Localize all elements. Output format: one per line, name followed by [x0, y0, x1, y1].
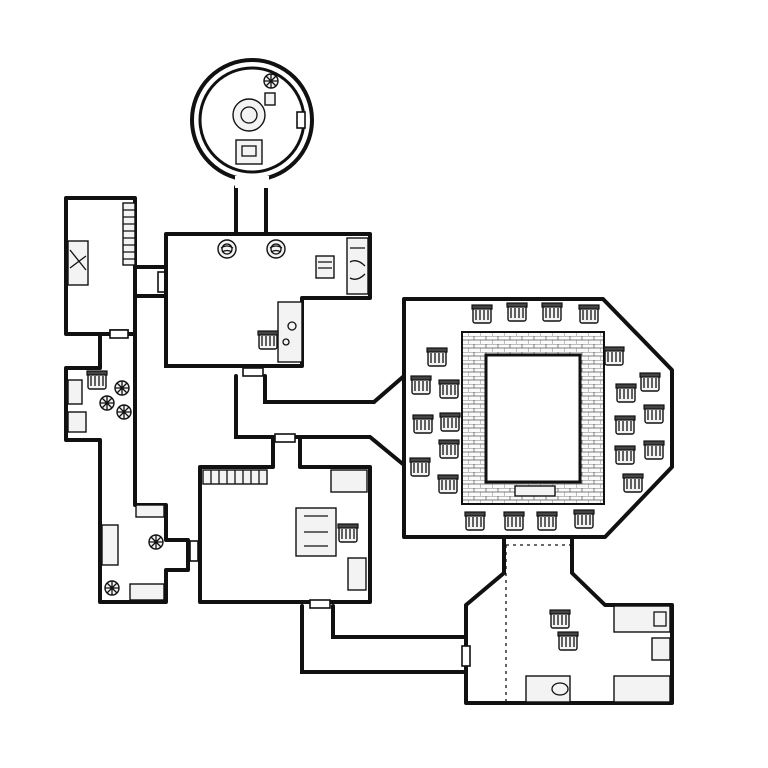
door-middle-north[interactable] — [274, 433, 296, 443]
arena-hall — [402, 297, 674, 539]
chair-icon — [614, 445, 636, 465]
chair-icon — [536, 511, 558, 531]
bed-icon — [613, 605, 671, 633]
tower — [190, 58, 314, 188]
chair-icon — [503, 511, 525, 531]
chair-icon — [464, 511, 486, 531]
bed-icon — [613, 675, 671, 703]
chair-icon — [578, 304, 600, 324]
barrel-icon — [99, 395, 115, 411]
bed-icon — [525, 675, 571, 703]
upper-lab — [164, 232, 372, 377]
chair-icon — [549, 609, 571, 629]
chair-icon — [439, 412, 461, 432]
bookshelf-icon — [347, 557, 367, 591]
chair-icon — [438, 379, 460, 399]
chair-icon — [614, 415, 636, 435]
door-west-east[interactable] — [189, 540, 199, 562]
bed-icon — [101, 524, 119, 566]
door-upper-south[interactable] — [242, 367, 264, 377]
chair-icon — [573, 509, 595, 529]
table-icon — [277, 301, 303, 363]
desk-icon — [315, 255, 335, 279]
barrel-icon — [651, 637, 671, 661]
barrel-icon — [263, 73, 279, 89]
desk-icon — [330, 469, 368, 493]
table-icon — [135, 504, 165, 518]
chair-icon — [471, 304, 493, 324]
door-west-north[interactable] — [109, 329, 129, 339]
pillar-icon — [266, 239, 286, 259]
door-middle-south[interactable] — [309, 599, 331, 609]
chair-icon — [426, 347, 448, 367]
chair-icon — [86, 370, 108, 390]
chair-icon — [541, 302, 563, 322]
chair-icon — [639, 372, 661, 392]
bed-icon — [67, 240, 89, 286]
west-wing — [64, 332, 199, 604]
tower-door[interactable] — [296, 111, 306, 129]
barrel-icon — [116, 404, 132, 420]
gate-icon — [514, 485, 556, 497]
chair-icon — [257, 330, 279, 350]
chair-icon — [410, 375, 432, 395]
bookshelf-icon — [67, 379, 83, 405]
chair-icon — [615, 383, 637, 403]
chair-icon — [412, 414, 434, 434]
desk-icon — [235, 139, 263, 165]
chair-icon — [506, 302, 528, 322]
bed-icon — [346, 237, 369, 295]
bookshelf-icon — [122, 202, 136, 266]
chair-icon — [643, 440, 665, 460]
chair-icon — [603, 346, 625, 366]
middle-study — [198, 433, 372, 609]
chair-icon — [557, 631, 579, 651]
barrel-icon — [114, 380, 130, 396]
barrel-icon — [148, 534, 164, 550]
chair-icon — [337, 523, 359, 543]
barrel-icon — [104, 580, 120, 596]
table-icon — [232, 98, 266, 132]
chair-icon — [409, 457, 431, 477]
pillar-icon — [217, 239, 237, 259]
chair-icon — [437, 474, 459, 494]
chair-icon — [643, 404, 665, 424]
door-southeast-west[interactable] — [461, 645, 471, 667]
desk-icon — [67, 411, 87, 433]
chair-icon — [438, 439, 460, 459]
chair-icon — [622, 473, 644, 493]
southeast-quarters — [461, 535, 674, 705]
table-icon — [129, 583, 165, 601]
